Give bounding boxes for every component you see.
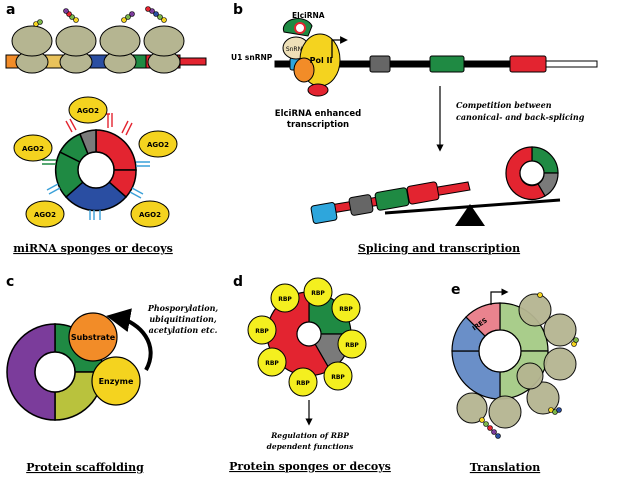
circrna-seesaw xyxy=(505,146,559,201)
ago2-label: AGO2 xyxy=(77,107,99,115)
modification-line3: acetylation etc. xyxy=(149,325,218,335)
substrate-label: Substrate xyxy=(71,333,116,342)
panel-e-caption: Translation xyxy=(470,461,540,474)
panel-c: c Substrate Enzyme Phosporylation, ubiqu… xyxy=(6,274,218,474)
panel-c-caption: Protein scaffolding xyxy=(26,461,144,474)
ribosome xyxy=(11,25,53,74)
panel-d-letter: d xyxy=(233,274,243,290)
modification-arrow xyxy=(106,308,153,371)
ago2-protein: AGO2 xyxy=(130,200,170,228)
ago2-protein: AGO2 xyxy=(13,134,53,162)
rbp-protein: RBP xyxy=(331,293,361,323)
panel-a-ago2-proteins: AGO2 AGO2 AGO2 AGO2 AGO2 xyxy=(13,96,178,228)
ago2-label: AGO2 xyxy=(34,211,56,219)
modification-line2: ubiquitination, xyxy=(149,314,217,324)
linear-transcript xyxy=(310,181,471,224)
panel-d-rbps: RBP RBP RBP RBP RBP RBP RBP RBP xyxy=(247,277,367,397)
panel-a-letter: a xyxy=(6,2,15,18)
ago2-label: AGO2 xyxy=(22,145,44,153)
panel-a-ribosomes xyxy=(11,25,185,74)
panel-e-ribosomes xyxy=(456,293,577,429)
panel-a: a xyxy=(5,2,207,255)
enhanced-label-line2: transcription xyxy=(287,120,349,130)
panel-e-circrna xyxy=(451,302,549,400)
rbp-protein: RBP xyxy=(323,361,353,391)
rbp-label: RBP xyxy=(339,306,353,313)
u1-snrnp-label: U1 snRNP xyxy=(231,53,273,62)
panel-b: b SnRNA Pol II ElciRNA U1 snRNP ElciRNA … xyxy=(231,2,598,255)
regulation-line1: Regulation of RBP xyxy=(270,431,349,440)
seesaw-beam xyxy=(384,198,561,215)
panel-e: e IRES Translation xyxy=(451,282,579,474)
ago2-label: AGO2 xyxy=(147,141,169,149)
ribosome xyxy=(456,392,488,424)
rbp-label: RBP xyxy=(265,360,279,367)
rbp-protein: RBP xyxy=(288,367,318,397)
panel-a-mirna-bindings xyxy=(42,113,150,220)
panel-b-seesaw xyxy=(310,146,561,226)
regulation-line2: dependent functions xyxy=(267,442,354,451)
panel-b-letter: b xyxy=(233,2,243,18)
rbp-label: RBP xyxy=(255,328,269,335)
competition-label-line2: canonical- and back-splicing xyxy=(456,112,585,122)
rbp-label: RBP xyxy=(296,380,310,387)
rbp-label: RBP xyxy=(345,342,359,349)
panel-d: d RBP RBP RBP RBP RBP RBP RBP RBP Regula… xyxy=(229,274,391,473)
competition-label-line1: Competition between xyxy=(456,100,552,110)
rbp-protein: RBP xyxy=(270,283,300,313)
panel-d-caption: Protein sponges or decoys xyxy=(229,460,391,473)
panel-a-peptides xyxy=(33,6,167,27)
ribosome xyxy=(543,347,577,381)
panel-e-peptides xyxy=(479,292,579,439)
fulcrum xyxy=(455,204,485,226)
rbp-protein: RBP xyxy=(247,315,277,345)
ribosome xyxy=(543,313,577,347)
rbp-protein: RBP xyxy=(303,277,333,307)
modification-line1: Phosporylation, xyxy=(147,303,219,313)
panel-e-letter: e xyxy=(451,282,461,298)
rbp-label: RBP xyxy=(278,296,292,303)
panel-c-letter: c xyxy=(6,274,14,290)
ago2-protein: AGO2 xyxy=(68,96,108,124)
panel-b-polii-complex: SnRNA Pol II xyxy=(282,18,341,97)
enzyme-label: Enzyme xyxy=(99,377,134,386)
ribosome xyxy=(518,293,552,327)
rbp-protein: RBP xyxy=(337,329,367,359)
promoter-arrow xyxy=(331,36,348,58)
ago2-protein: AGO2 xyxy=(25,200,65,228)
enhanced-label-line1: ElciRNA enhanced xyxy=(275,109,361,119)
substrate-protein: Substrate xyxy=(68,312,118,362)
ago2-protein: AGO2 xyxy=(138,130,178,158)
snrnp-mark: SnRNA xyxy=(286,46,307,53)
ribosome xyxy=(488,395,522,429)
ribosome xyxy=(55,25,97,74)
ribosome xyxy=(143,25,185,74)
ribosome xyxy=(516,362,544,390)
panel-a-circrna xyxy=(54,129,137,212)
elcirna-label: ElciRNA xyxy=(292,11,325,20)
rbp-label: RBP xyxy=(331,374,345,381)
panel-a-caption: miRNA sponges or decoys xyxy=(13,242,173,255)
enzyme-protein: Enzyme xyxy=(91,356,141,406)
ago2-label: AGO2 xyxy=(139,211,161,219)
rbp-protein: RBP xyxy=(257,347,287,377)
polii-label: Pol II xyxy=(310,56,333,65)
start-arrow xyxy=(490,288,509,305)
ribosome xyxy=(99,25,141,74)
rbp-label: RBP xyxy=(311,290,325,297)
panel-b-caption: Splicing and transcription xyxy=(358,242,520,255)
ribosome xyxy=(526,381,560,415)
